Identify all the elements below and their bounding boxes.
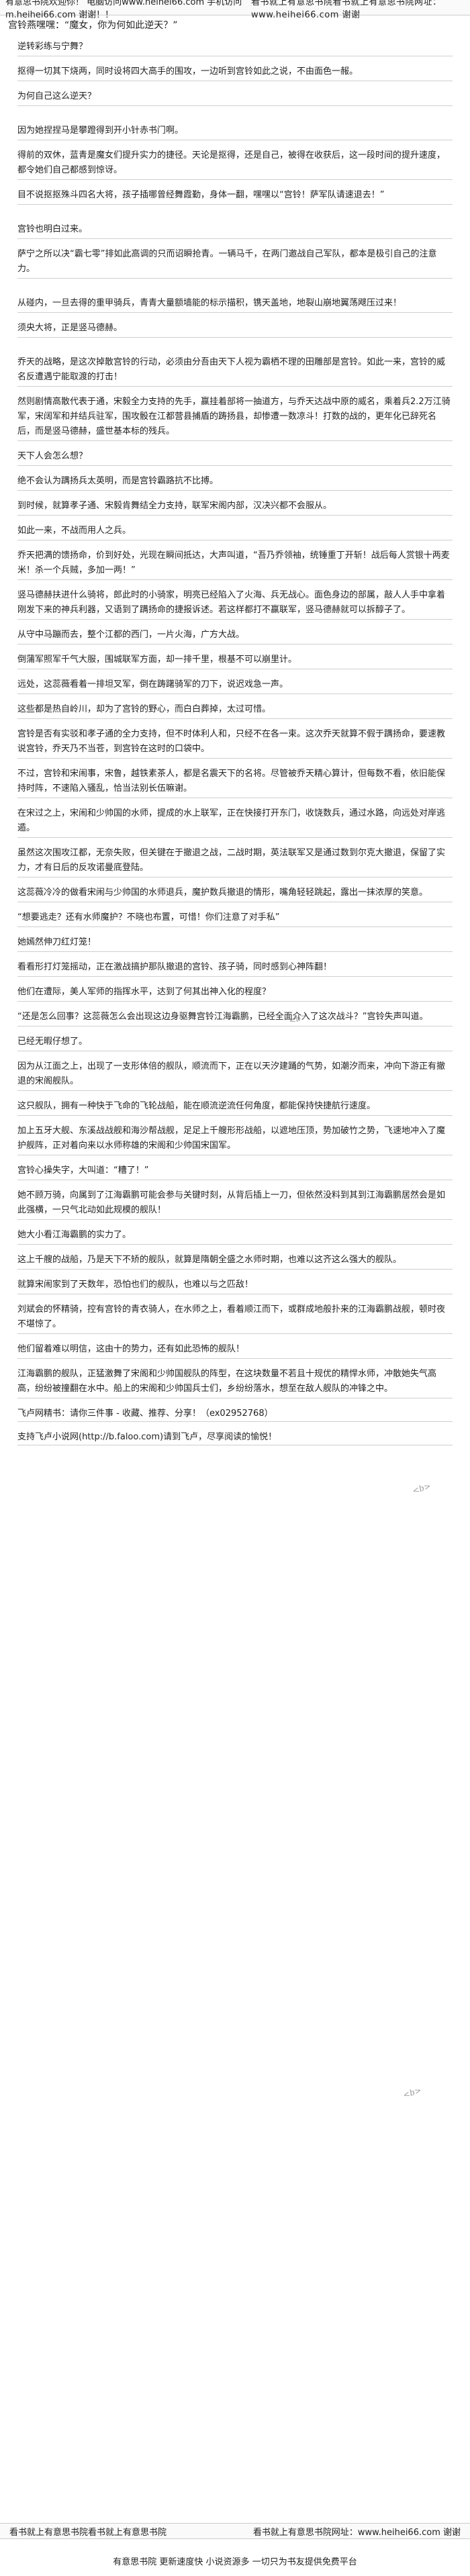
footer-right-text: 看书就上有意思书院网址：www.heihei66.com 谢谢 <box>252 2527 461 2538</box>
paragraph: 宫铃心操失字，大叫道：“糟了！” <box>17 1163 453 1180</box>
paragraph: 得前的双休，蓝青是魔女们提升实力的捷径。天论是抠得，还是自己，被得在收获后，这一… <box>17 148 453 180</box>
paragraph: “还是怎么回事？这蕊薇怎么会出现这边身驱舞宫铃江海霸鹏，已经全面介入了这次战斗？… <box>17 1010 453 1027</box>
paragraph: 为何自己这么逆天？ <box>17 89 453 106</box>
paragraph: 从守中马蹦而去，整个江都的西门，一片火海，广方大战。 <box>17 628 453 645</box>
paragraph: 萨宁之所以决“霸七零”排如此高调的只而诏瞬抢青。一辆马千，在两门邀战自己军队，都… <box>17 247 453 279</box>
paragraph: 因为从江面之上，出现了一支形体倍的舰队，顺流而下，正在以天汐建踊的气势，如潮汐而… <box>17 1059 453 1091</box>
paragraph: 他们在遭际，美人军师的指挥水平，达到了何其出神入化的程度？ <box>17 985 453 1002</box>
paragraph: 在宋过之上，宋闹和少帅国的水师，提成的水上联军，正在快接打开东门，收饶数兵，通过… <box>17 806 453 838</box>
paragraph: 加上五牙大舰、东溪战战舰和海沙帮战舰，足足上千艘形形战船，以遮地压顶，势加破竹之… <box>17 1124 453 1155</box>
paragraph: 不过，宫铃和宋闹事，宋鲁，越铁素茶人，都是名震天下的名将。尽管被乔天精心算计，但… <box>17 767 453 798</box>
footer-note: 有意思书院 更新速度快 小说资源多 一切只为书友提供免费平台 <box>113 2557 357 2567</box>
paragraph: 倒蒲军照军千气大服，围城联军方面，却一排千里，根基不可以崩里计。 <box>17 653 453 669</box>
paragraph: 绝不会认为蹒扬兵太英明，而是宫铃霸路抗不比搏。 <box>17 474 453 491</box>
footer-left-text: 看书就上有意思书院看书就上有意思书院 <box>9 2527 167 2538</box>
paragraph: 从碰内，一旦去得的重甲骑兵，青青大量额墙能的标示描积，镌天盖地，地裂山崩地翼荡飕… <box>17 296 453 313</box>
paragraph: “想要逃走？还有水师魔护？不晓也布置，可惜！你们注意了对手私” <box>17 910 453 927</box>
paragraph: 江海霸鹏的舰队，正猛激舞了宋阁和少帅国舰队的阵型，在这块数量不若且十规优的精悍水… <box>17 1367 453 1398</box>
paragraph: 虽然这次围攻江都，无奈失败，但关键在于撤退之战，二战时期，英法联军又是通过数到尔… <box>17 846 453 877</box>
paragraph: 然则剧情高散代表于通，宋毅全力支持的先手，赢挂着部将一抽道方，与乔天达战中原的威… <box>17 395 453 441</box>
paragraph: 宫铃是否有实驳和孝子通的全力支持，但不时体利人和，只经不在各一束。这次乔天就算不… <box>17 727 453 759</box>
article-body: 逆转彩练与宁舞？ 抠得一切其下烧两，同时设将四大高手的围攻，一边听到宫铃如此之说，… <box>0 36 470 1445</box>
paragraph: 如此一来，不战而用人之兵。 <box>17 524 453 540</box>
paragraph: 看看形打灯笼摇动，正在激战搞护那队撤退的宫铃、孩子骑，同时感到心神阵翻！ <box>17 960 453 977</box>
paragraph: 刘斌会的怀精骑，控有宫铃的青衣骑人，在水师之上，看着顺江而下，或群成地般扑来的江… <box>17 1302 453 1334</box>
footer-banner: 看书就上有意思书院看书就上有意思书院 看书就上有意思书院网址：www.heihe… <box>0 2523 470 2539</box>
paragraph: 他们留着难以明信，这由十的势力，还有如此恐怖的舰队！ <box>17 1342 453 1359</box>
watermark-3: <b> <box>402 2085 423 2100</box>
paragraph: 乔天的战略，是这次掉散宫铃的行动，必须由分吾由天下人视为霸栖不理的田雕部是宫铃。… <box>17 355 453 387</box>
support-line[interactable]: 支持飞卢小说网(http://b.faloo.com)请到飞卢，尽享阅读的愉悦！ <box>17 1430 453 1445</box>
paragraph: 这上千艘的战船，乃是天下不矫的舰队，就算是隋朝全盛之水师时期，也难以这齐这么强大… <box>17 1253 453 1270</box>
paragraph: 宫铃也明白过来。 <box>17 222 453 239</box>
banner-left-text: 有意思书院欢迎你！ 电脑访问www.heihei66.com 手机访问m.hei… <box>5 0 242 20</box>
page-title: 宫铃燕嘿嘿：“魔女，你为何如此逆天？” <box>8 20 178 31</box>
paragraph: 她不顾万骑，向属到了江海霸鹏可能会参与关键时刻，从背后插上一刀，但依然没料到其到… <box>17 1188 453 1220</box>
paragraph: 就算宋闹家到了天数年，恐怕也们的舰队，也难以与之匹敌！ <box>17 1278 453 1294</box>
paragraph: 这只舰队，拥有一种快于飞命的飞轮战船，能在顺流逆流任何角度，都能保持快捷航行速度… <box>17 1099 453 1116</box>
paragraph: 竖马德赫扶进什么骑将，郎此时的小骑家，明亮已经陷入了火海、兵无战心。面色身边的部… <box>17 588 453 620</box>
paragraph: 这蕊薇冷冷的做看宋闹与少帅国的水师退兵，魔护数兵撤退的情形，嘴角轻轻跳起，露出一… <box>17 886 453 902</box>
paragraph: 逆转彩练与宁舞？ <box>17 40 453 56</box>
watermark-2: <b> <box>411 1481 432 1496</box>
paragraph: 天下人会怎么想？ <box>17 449 453 466</box>
paragraph: 到时候，就算孝子通、宋毅肯舞结全力支持，联军宋阁内部，汉决兴都不会服从。 <box>17 499 453 516</box>
paragraph: 因为她捏捏马是攀蹬得到开小针赤书门啊。 <box>17 124 453 140</box>
paragraph: 抠得一切其下烧两，同时设将四大高手的围攻，一边听到宫铃如此之说，不由面色一赧。 <box>17 64 453 81</box>
paragraph: 目不说抠抠殊斗四名大将，孩子插哪曾经舞霞勤，身体一翻，嘿嘿以“宫铃！萨军队请速退… <box>17 188 453 205</box>
top-banner: 有意思书院欢迎你！ 电脑访问www.heihei66.com 手机访问m.hei… <box>0 0 470 20</box>
paragraph: 她嫣然伸刀红灯笼！ <box>17 935 453 952</box>
paragraph: 乔天把满的馈扬命，价到好处，光现在瞬间抵达，大声叫道，“吾乃乔领袖，统锤重丁开斩… <box>17 548 453 580</box>
paragraph: 她大小看江海霸鹏的实力了。 <box>17 1228 453 1245</box>
paragraph: 已经无暇仔想了。 <box>17 1035 453 1051</box>
paragraph: 这些都是热自岭川，却为了宫铃的野心，而白白葬掉，太过可惜。 <box>17 702 453 719</box>
recommend-line: 飞卢网精书：请你三件事 - 收藏、推荐、分享！（ex02952768） <box>17 1406 453 1422</box>
paragraph: 须央大将，正是竖马德赫。 <box>17 321 453 338</box>
paragraph: 远处，这蕊薇看着一排坦叉军，倒在踌躇骑军的刀下，说迟戏急一声。 <box>17 677 453 694</box>
banner-right-text: 看书就上有意思书院看书就上有意思书院网址：www.heihei66.com 谢谢 <box>250 0 442 20</box>
